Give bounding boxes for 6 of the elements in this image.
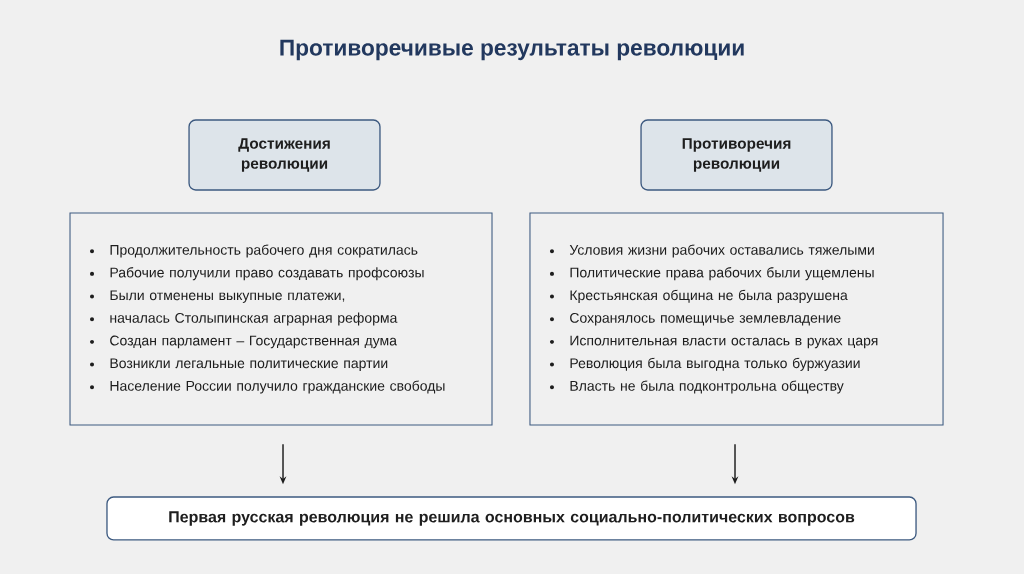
list-box: Условия жизни рабочих оставались тяжелыми Политические права рабочих были ущемлены Крестьянская община не была разрушена Сохранялось помещичье землевладение Исполнительная власти осталась в руках царя Революция была выгодна только буржуазии Власть не была подконтрольна обществу (529, 212, 944, 426)
conclusion-box: Первая русская революция не решила основных социально-политических вопросов (106, 496, 917, 541)
list-box: Продолжительность рабочего дня сократилась Рабочие получили право создавать профсоюзы Были отменены выкупные платежи, началась Столыпинская аграрная реформа Создан парламент – Государственная дума Возникли легальные политические партии Население России получило гражданские свободы (69, 212, 493, 426)
title: Противоречивые результаты революции (280, 39, 744, 61)
heading-box: Достижения революции (188, 119, 381, 191)
heading-box: Противоречия революции (640, 119, 833, 191)
